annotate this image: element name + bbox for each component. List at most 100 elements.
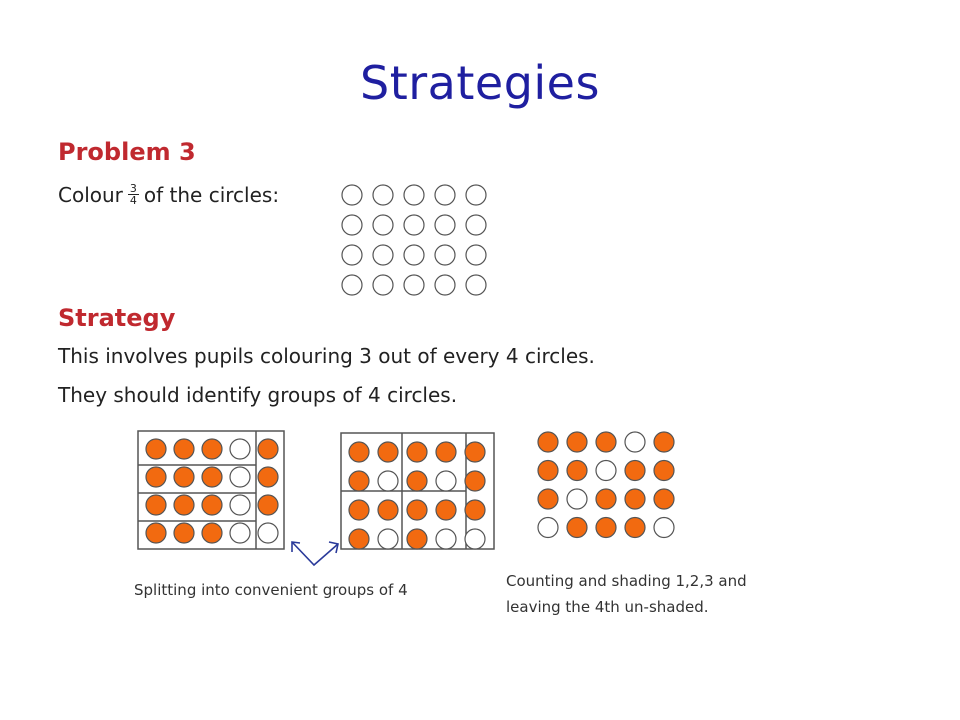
grouping-a-shaded-circle	[145, 438, 167, 460]
counting-empty-circle	[566, 488, 588, 510]
counting-empty-circle	[624, 431, 646, 453]
fraction-denominator: 4	[129, 194, 137, 207]
grouping-a-shaded-circle	[201, 438, 223, 460]
problem-empty-circle	[403, 214, 425, 236]
grouping-caption: Splitting into convenient groups of 4	[134, 581, 408, 599]
problem-empty-circle	[465, 274, 487, 296]
grouping-b-shaded-circle	[406, 528, 428, 550]
counting-shaded-circle	[566, 516, 588, 539]
grouping-b-empty-circle	[464, 528, 486, 550]
grouping-a-shaded-circle	[257, 494, 279, 516]
counting-shaded-circle	[595, 516, 617, 539]
fraction-numerator: 3	[127, 182, 139, 195]
grouping-b-shaded-circle	[348, 499, 370, 521]
counting-shaded-circle	[537, 431, 559, 453]
counting-shaded-circle	[566, 431, 588, 453]
grouping-a-shaded-circle	[173, 466, 195, 488]
strategy-heading: Strategy	[58, 304, 176, 332]
arrow-head-left	[291, 541, 301, 552]
grouping-a-shaded-circle	[145, 466, 167, 488]
problem-heading: Problem 3	[58, 138, 196, 166]
counting-shaded-circle	[566, 459, 588, 482]
problem-empty-circle	[403, 184, 425, 206]
problem-empty-circle	[341, 274, 363, 296]
grouping-a-outer-box	[137, 430, 285, 550]
grouping-b-shaded-circle	[406, 499, 428, 521]
grouping-b-shaded-circle	[435, 499, 457, 521]
problem-empty-circle	[403, 274, 425, 296]
grouping-b-empty-circle	[377, 528, 399, 550]
grouping-a-empty-circle	[229, 466, 251, 488]
counting-shaded-circle	[537, 459, 559, 482]
counting-shaded-circle	[595, 431, 617, 453]
grouping-a-circles	[145, 438, 279, 544]
problem-empty-circle	[372, 244, 394, 266]
problem-empty-circle	[341, 244, 363, 266]
problem-empty-circle	[434, 184, 456, 206]
grouping-a-shaded-circle	[201, 522, 223, 544]
arrow-shaft	[291, 541, 339, 567]
grouping-b-shaded-circle	[406, 441, 428, 463]
grouping-b-shaded-circle	[464, 499, 486, 521]
counting-shaded-circle	[595, 488, 617, 510]
problem-empty-circle	[341, 214, 363, 236]
grouping-diagram-a	[137, 430, 285, 550]
counting-empty-circle	[537, 516, 559, 539]
problem-empty-circle	[372, 214, 394, 236]
grouping-b-shaded-circle	[348, 528, 370, 550]
problem-empty-circle	[341, 184, 363, 206]
grouping-b-shaded-circle	[377, 499, 399, 521]
problem-empty-circle	[372, 184, 394, 206]
grouping-diagram-b	[340, 432, 495, 550]
counting-empty-circle	[653, 516, 675, 539]
grouping-a-shaded-circle	[257, 438, 279, 460]
prompt-before: Colour	[58, 183, 123, 207]
strategy-line-1: This involves pupils colouring 3 out of …	[58, 344, 595, 368]
counting-shaded-circle	[653, 459, 675, 482]
problem-empty-circle	[465, 214, 487, 236]
grouping-b-shaded-circle	[348, 441, 370, 463]
grouping-b-circles	[348, 441, 486, 550]
arrow-head-right	[328, 541, 339, 554]
problem-circle-grid	[341, 184, 487, 296]
grouping-a-empty-circle	[229, 438, 251, 460]
grouping-b-shaded-circle	[464, 441, 486, 463]
grouping-a-shaded-circle	[201, 494, 223, 516]
counting-shaded-circle	[537, 488, 559, 510]
grouping-a-shaded-circle	[145, 494, 167, 516]
counting-shaded-circle	[624, 488, 646, 510]
slide-title: Strategies	[360, 56, 600, 110]
grouping-a-empty-circle	[229, 494, 251, 516]
grouping-b-shaded-circle	[406, 470, 428, 492]
grouping-b-empty-circle	[377, 470, 399, 492]
strategy-line-2: They should identify groups of 4 circles…	[58, 383, 458, 407]
problem-empty-circle	[434, 274, 456, 296]
prompt-after: of the circles:	[143, 183, 280, 207]
grouping-a-shaded-circle	[201, 466, 223, 488]
problem-empty-circle	[372, 274, 394, 296]
counting-caption-line-2: leaving the 4th un-shaded.	[506, 598, 709, 616]
counting-caption-line-1: Counting and shading 1,2,3 and	[506, 572, 747, 590]
problem-empty-circle	[434, 244, 456, 266]
grouping-b-shaded-circle	[348, 470, 370, 492]
grouping-a-shaded-circle	[145, 522, 167, 544]
counting-shaded-circle	[653, 488, 675, 510]
problem-empty-circle	[403, 244, 425, 266]
grouping-a-shaded-circle	[257, 466, 279, 488]
grouping-a-empty-circle	[229, 522, 251, 544]
grouping-a-shaded-circle	[173, 494, 195, 516]
counting-shaded-circle	[653, 431, 675, 453]
grouping-a-borders	[137, 430, 285, 550]
counting-empty-circle	[595, 459, 617, 482]
grouping-b-empty-circle	[435, 528, 457, 550]
grouping-a-shaded-circle	[173, 438, 195, 460]
counting-circle-grid	[537, 431, 675, 539]
grouping-b-shaded-circle	[464, 470, 486, 492]
counting-shaded-circle	[624, 516, 646, 539]
problem-empty-circle	[465, 244, 487, 266]
problem-empty-circle	[465, 184, 487, 206]
pointer-arrow	[291, 541, 339, 567]
